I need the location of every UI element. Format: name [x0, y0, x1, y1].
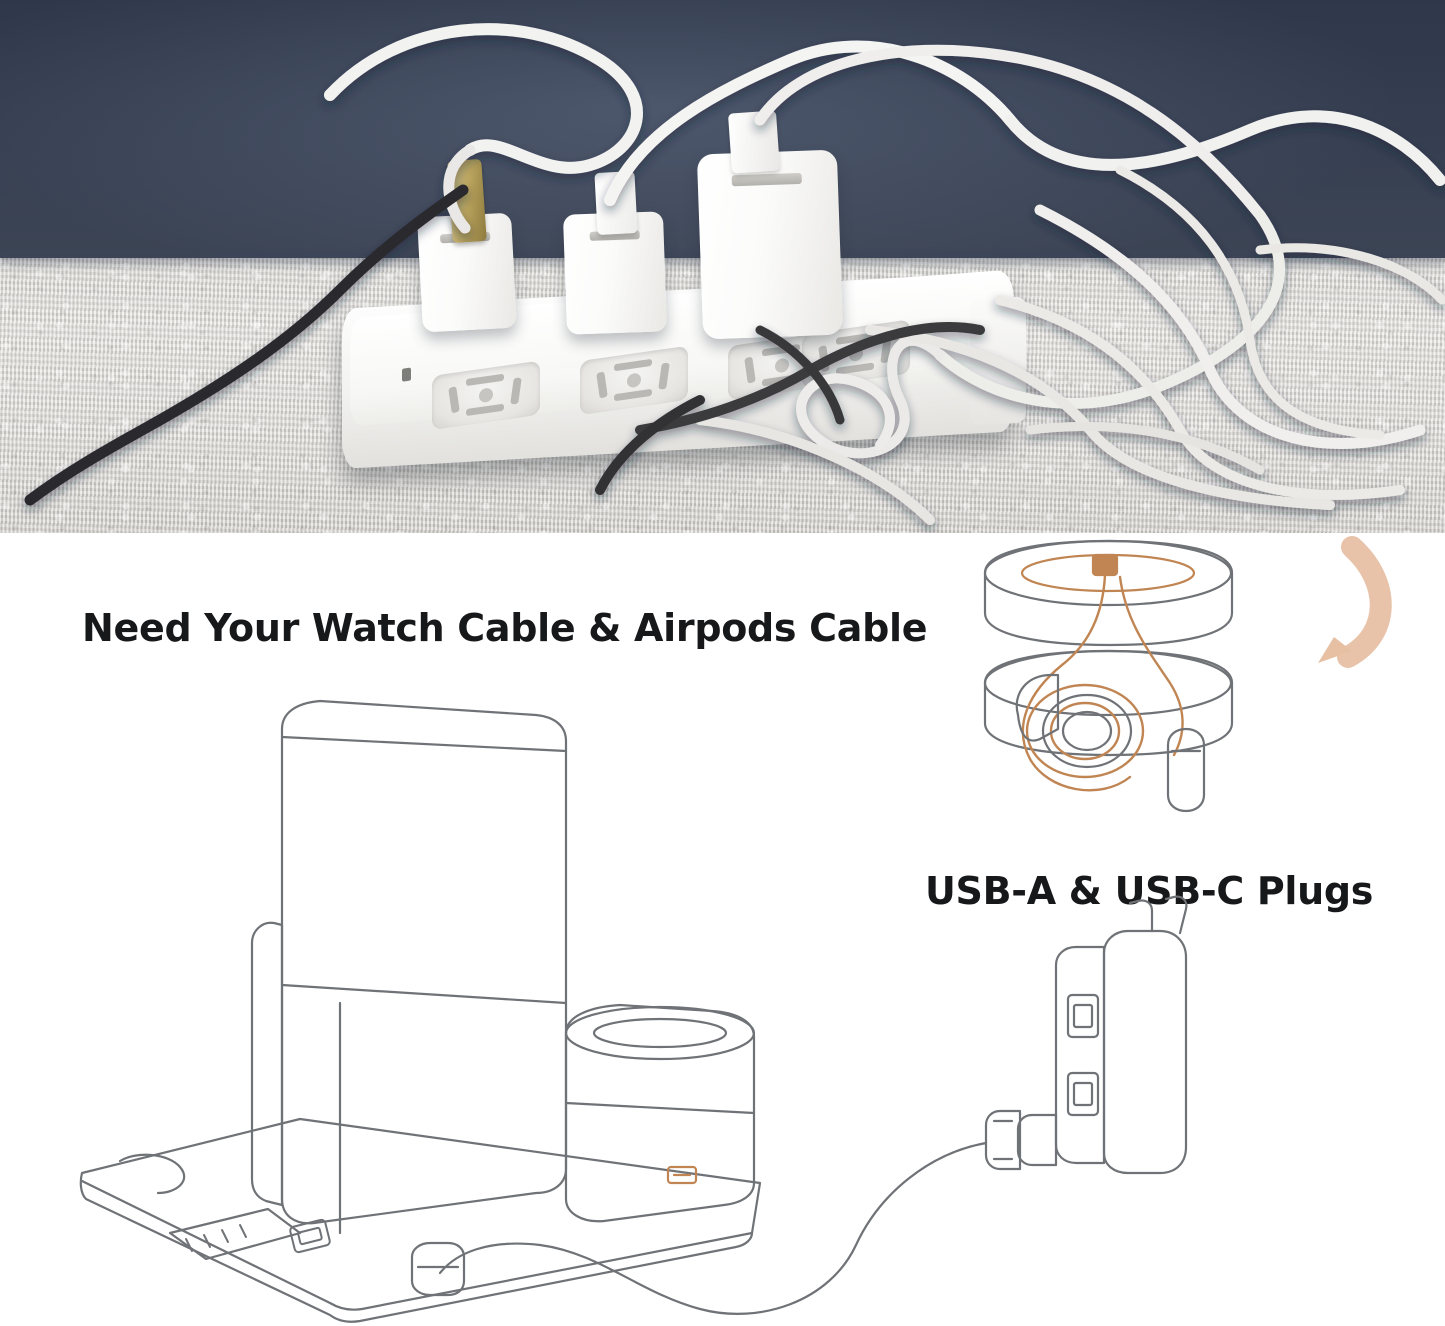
tangled-cables [24, 23, 1445, 525]
line-illustration-panel: Need Your Watch Cable & Airpods Cable US… [0, 533, 1445, 1326]
product-photo-panel [0, 0, 1445, 533]
product-line-drawing [79, 536, 1392, 1323]
caption-usb-plugs: USB-A & USB-C Plugs [925, 869, 1374, 913]
caption-watch-airpods-cable: Need Your Watch Cable & Airpods Cable [82, 606, 928, 650]
